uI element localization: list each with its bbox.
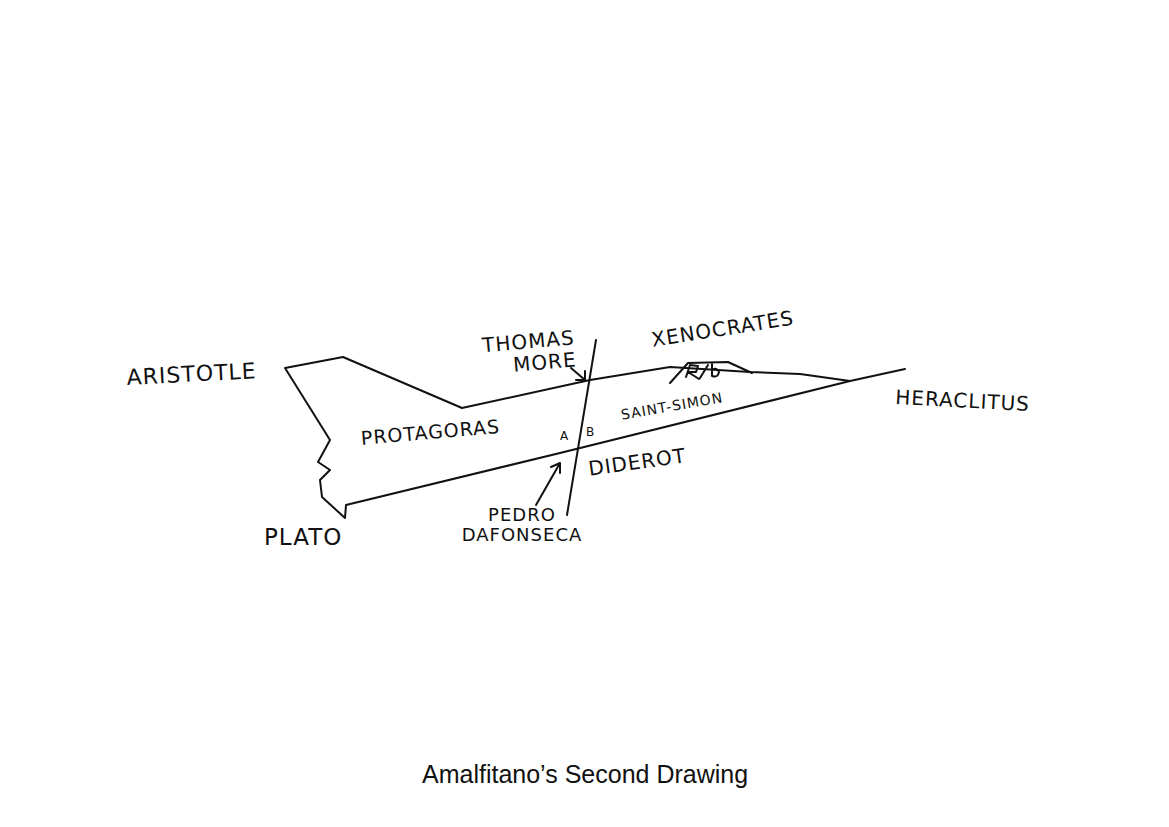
philosopher-label: PROTAGORAS	[360, 416, 501, 449]
caption: Amalfitano’s Second Drawing	[422, 760, 748, 789]
philosopher-label: SAINT-SIMON	[620, 390, 724, 423]
philosopher-label: THOMAS MORE	[452, 326, 577, 380]
philosopher-label: XENOCRATES	[650, 307, 795, 351]
philosopher-label: ARISTOTLE	[126, 359, 257, 390]
leader-arrow	[536, 463, 560, 505]
philosopher-label: DIDEROT	[587, 444, 687, 479]
philosopher-label: PEDRO DAFONSECA	[452, 505, 592, 545]
point-letter: A	[560, 430, 569, 443]
point-letter: B	[586, 426, 595, 439]
cockpit	[670, 362, 752, 383]
nose-line	[850, 369, 905, 381]
philosopher-label: PLATO	[264, 525, 342, 550]
cockpit-scribble	[686, 364, 719, 379]
philosopher-label: HERACLITUS	[895, 386, 1031, 415]
jet-outline	[285, 357, 850, 518]
